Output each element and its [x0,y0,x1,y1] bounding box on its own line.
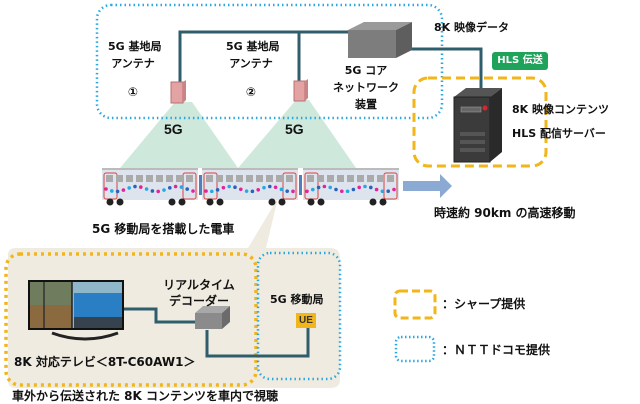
server-icon [453,88,502,163]
decoder-icon [195,306,230,329]
antenna-1-number: ① [127,85,139,99]
antenna-2-label-line1: 5G 基地局 [226,40,280,53]
train-car [202,168,302,206]
server-label-line2: HLS 配信サーバー [512,127,606,140]
core-label-line3: 装置 [355,98,377,111]
direction-arrow [403,174,452,198]
legend-docomo-label: ：ＮＴＴドコモ提供 [442,343,551,357]
antenna-1-label-line2: アンテナ [111,57,155,70]
decoder-ue-cable [205,328,310,358]
train-car [102,168,202,206]
8k-data-label: 8K 映像データ [434,21,510,34]
antenna-1-icon [170,80,186,104]
core-label-line2: ネットワーク [333,81,399,94]
decoder-label-line1: リアルタイム [163,278,235,292]
server-label-line1: 8K 映像コンテンツ [512,103,610,116]
beam-2-label: 5G [285,121,304,137]
train-icon [102,168,399,206]
antenna-2-number: ② [245,85,257,99]
legend-sharp-swatch [393,289,437,320]
core-label-line1: 5G コア [344,64,388,77]
sharp-server-boundary [412,76,548,168]
antenna-link-1 [178,30,348,84]
tv-decoder-cable [124,307,195,324]
decoder-label-line2: デコーダー [168,294,229,308]
docomo-mobile-boundary [256,251,342,381]
beam-2 [238,100,356,168]
antenna-2-label-line2: アンテナ [229,57,273,70]
tv-label: 8K 対応テレビ＜8T-C60AW1＞ [14,355,196,369]
hls-transfer-badge: HLS 伝送 [492,52,548,70]
docomo-network-boundary [95,3,444,120]
legend-docomo-swatch [394,335,436,363]
beam-1-label: 5G [164,121,183,137]
speed-caption: 時速約 90km の高速移動 [434,206,576,220]
tv-icon [28,280,124,341]
legend-sharp-label: ：シャープ提供 [442,297,526,311]
ue-device-icon: UE [296,313,316,328]
train-car [303,168,399,206]
data-link [410,47,483,88]
beam-1 [120,102,238,168]
antenna-1-label-line1: 5G 基地局 [108,40,162,53]
sharp-incar-boundary [4,252,258,387]
mobile-station-label: 5G 移動局 [270,293,324,306]
train-caption: 5G 移動局を搭載した電車 [92,222,235,236]
core-network-device-icon [348,22,412,58]
incar-caption: 車外から伝送された 8K コンテンツを車内で視聴 [12,389,279,403]
antenna-2-icon [293,79,308,102]
